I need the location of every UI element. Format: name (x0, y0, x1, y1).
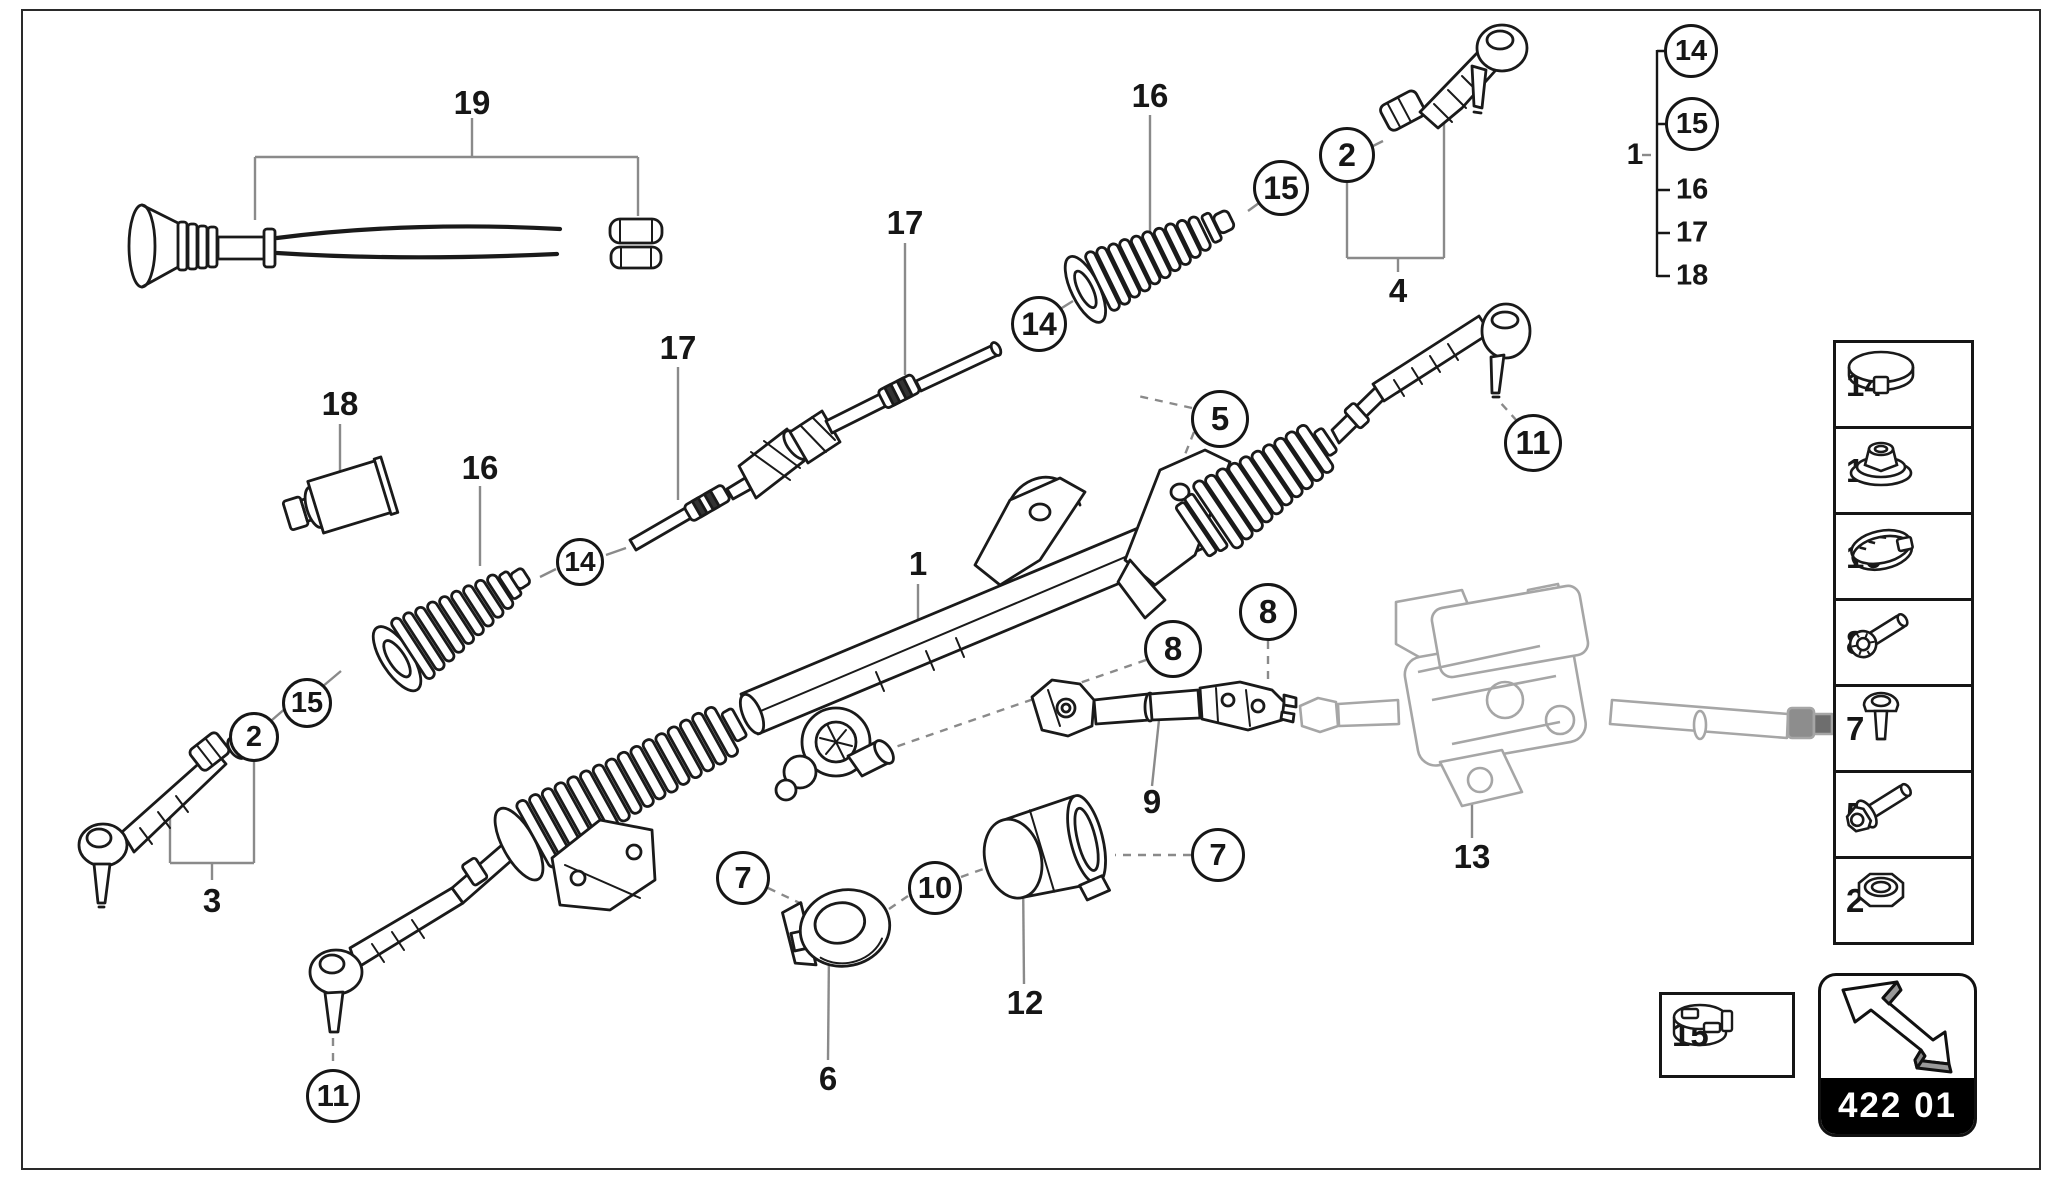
callout-11[interactable]: 11 (306, 1069, 360, 1123)
boot-cover-drawing (982, 794, 1111, 902)
callout-15[interactable]: 15 (282, 678, 332, 728)
parts-sidebar: 14 11 10 8 7 5 2 (1833, 340, 1974, 945)
sidebar-part-row-11: 11 (1836, 429, 1971, 515)
steering-column-drawing (1298, 582, 1834, 808)
sidebar-part-row-14: 14 (1836, 343, 1971, 429)
catalog-nav-button[interactable]: 422 01 (1818, 973, 1977, 1137)
legend-tree-lines (1655, 49, 1670, 278)
leader-lines (168, 100, 1656, 1061)
callout-5[interactable]: 5 (1191, 390, 1249, 448)
tie-rod-end-top-drawing (1379, 23, 1529, 132)
callout-number: 7 (1209, 837, 1227, 872)
steering-rack-drawing (308, 302, 1532, 1034)
legend-item-14[interactable]: 14 (1664, 24, 1718, 78)
callout-7[interactable]: 7 (1191, 828, 1245, 882)
callout-11[interactable]: 11 (1504, 414, 1562, 472)
callout-14[interactable]: 14 (556, 538, 604, 586)
legend-item-15[interactable]: 15 (1665, 97, 1719, 151)
sidebar-part-row-5: 5 (1836, 773, 1971, 859)
callout-15[interactable]: 15 (1253, 160, 1309, 216)
callout-8[interactable]: 8 (1239, 583, 1297, 641)
callout-number: 2 (245, 720, 263, 753)
bellows-top-drawing (1063, 209, 1236, 324)
sidebar-part-number: 7 (1846, 709, 1865, 747)
callout-10[interactable]: 10 (908, 861, 962, 915)
callout-number: 14 (564, 546, 596, 577)
callout-number: 5 (1210, 400, 1230, 437)
dashed-leaders (331, 394, 1518, 1068)
sidebar-part-row-2: 2 (1836, 859, 1971, 942)
legend-item-number: 15 (1675, 107, 1709, 140)
boot-kit-drawing (127, 203, 664, 289)
callout-number: 11 (316, 1078, 350, 1113)
callout-8[interactable]: 8 (1144, 620, 1202, 678)
sidebar-part-row-10: 10 (1836, 515, 1971, 601)
callout-number: 8 (1163, 630, 1183, 667)
universal-joint-drawing (1030, 678, 1298, 738)
inner-tie-rod-right-drawing (788, 341, 1003, 465)
callout-number: 8 (1258, 593, 1278, 630)
callout-2[interactable]: 2 (1319, 127, 1375, 183)
page-border (21, 9, 2041, 1170)
callout-number: 10 (917, 870, 953, 905)
callout-14[interactable]: 14 (1011, 296, 1067, 352)
callout-2[interactable]: 2 (229, 712, 279, 762)
grommet-drawing (781, 888, 892, 968)
callout-number: 14 (1021, 305, 1057, 342)
bellows-left-drawing (371, 567, 531, 693)
callout-number: 11 (1515, 424, 1551, 461)
callout-number: 7 (734, 860, 752, 895)
sidebar-part-row-7: 7 (1836, 687, 1971, 773)
grease-tube-drawing (281, 455, 400, 535)
sidebar-part-row-8: 8 (1836, 601, 1971, 687)
legend-item-number: 14 (1674, 34, 1708, 67)
callout-number: 15 (1263, 169, 1299, 206)
callout-number: 15 (290, 686, 324, 719)
arrow-up-left-icon (1821, 976, 1974, 1078)
clamp-inset-box: 15 (1659, 992, 1795, 1078)
tie-rod-left-drawing (77, 731, 248, 909)
callout-7[interactable]: 7 (716, 851, 770, 905)
catalog-code-badge: 422 01 (1821, 1078, 1974, 1134)
inner-tie-rod-left-drawing (628, 427, 810, 552)
callout-number: 2 (1338, 136, 1356, 173)
legend-root-number: 1 (1626, 138, 1644, 171)
